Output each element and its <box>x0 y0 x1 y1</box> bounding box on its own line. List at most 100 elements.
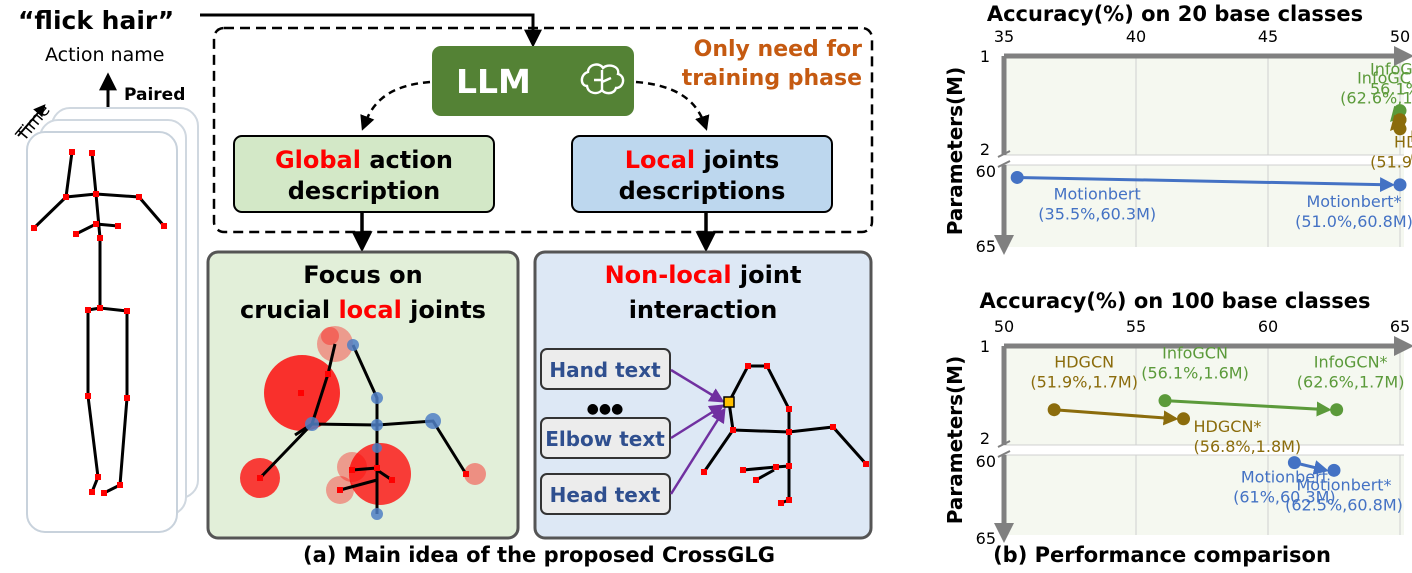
motionbert-point <box>1393 178 1407 192</box>
only-need-line2: training phase <box>682 66 862 91</box>
hdgcn-label: HDGCN* <box>1194 417 1262 436</box>
chart-100-base-classes: 50 55 60 65 Accuracy(%) on 100 base classes 1… <box>943 289 1412 548</box>
local-description-box: Local joints descriptions <box>571 135 833 213</box>
llm-to-global-arrow <box>360 80 431 131</box>
hdgcn-point <box>1047 403 1061 417</box>
focus-joints: joints <box>402 296 486 324</box>
chart-title: Accuracy(%) on 20 base classes <box>987 2 1363 26</box>
hdgcn-value-label: (51.9%,1.7M) <box>1030 373 1138 392</box>
elbow-text-box: Elbow text <box>540 417 671 459</box>
focus-panel: Focus on crucial local joints <box>206 250 520 540</box>
infogcn-value-label: (62.6%,1.7M) <box>1340 89 1412 108</box>
hand-text-label: Hand text <box>549 358 661 382</box>
focus-joints-red <box>257 371 469 493</box>
motionbert-label: Motionbert* <box>1306 192 1401 211</box>
action-quote: “flick hair” <box>18 6 174 35</box>
x-tick-label: 55 <box>1126 317 1146 336</box>
motionbert-value-label: (61%,60.3M) <box>1233 488 1336 507</box>
left-caption: (a) Main idea of the proposed CrossGLG <box>303 543 775 567</box>
y-tick-label: 2 <box>980 140 990 159</box>
hdgcn-arrow <box>1054 408 1179 426</box>
only-need-line1: Only need for <box>694 37 863 62</box>
global-word: Global <box>275 146 361 174</box>
infogcn-label: InfoGCN* <box>1314 353 1388 372</box>
x-tick-label: 65 <box>1390 317 1410 336</box>
nonlocal-panel: Non-local joint interaction Hand text ●●… <box>533 250 873 540</box>
infogcn-label: InfoGCN <box>1162 344 1228 363</box>
infogcn-label: InfoGCN <box>1370 60 1412 79</box>
motionbert-arrow <box>1017 175 1395 193</box>
x-tick-label: 40 <box>1126 27 1146 46</box>
focus-line1: Focus on <box>303 261 422 289</box>
hdgcn-value-label: (56.8%,1.8M) <box>1194 437 1302 456</box>
focus-local-word: local <box>338 296 401 324</box>
hdgcn-label: HDGCN <box>1054 353 1114 372</box>
infogcn-point <box>1330 403 1344 417</box>
local-rest: joints <box>695 146 779 174</box>
local-line2: descriptions <box>619 177 786 205</box>
y-tick-label: 1 <box>980 337 990 356</box>
y-tick-label: 60 <box>976 452 996 471</box>
hand-joint-highlight <box>723 396 735 408</box>
x-tick-label: 50 <box>1390 27 1410 46</box>
hdgcn-label: HDGCN* <box>1410 127 1412 146</box>
infogcn-arrow <box>1164 399 1332 417</box>
hdgcn-value-label: (51.9%,1.7M) <box>1370 153 1412 172</box>
svg-text:crucial local joints: crucial local joints <box>240 296 486 324</box>
y-tick-label: 2 <box>980 429 990 448</box>
axis-break-mark <box>997 440 1011 458</box>
motionbert-value-label: (62.5%,60.8M) <box>1285 495 1403 514</box>
motionbert-label: Motionbert <box>1054 184 1141 203</box>
svg-text:Global action: Global action <box>275 146 453 174</box>
plot-bg-top <box>1004 56 1404 155</box>
motionbert-value-label: (35.5%,60.3M) <box>1038 204 1156 223</box>
motionbert-label: Motionbert* <box>1296 475 1391 494</box>
llm-to-local-arrow <box>635 80 710 131</box>
y-tick-label: 65 <box>976 237 996 256</box>
x-tick-label: 45 <box>1258 27 1278 46</box>
right-caption: (b) Performance comparison <box>993 543 1331 567</box>
training-phase-box <box>212 26 874 234</box>
motionbert-point <box>1327 463 1341 477</box>
focus-joints-blue <box>305 339 441 520</box>
hdgcn-point <box>1177 412 1191 426</box>
hand-text-box: Hand text <box>540 348 671 390</box>
axis-break-mark <box>997 150 1011 168</box>
nonlocal-joints <box>701 363 869 506</box>
chart-20-base-classes: 35 40 45 50 Accuracy(%) on 20 base classes 1 2… <box>943 2 1412 256</box>
infogcn-point <box>1158 394 1172 408</box>
nonlocal-joint: joint <box>732 261 802 289</box>
llm-box: LLM <box>432 46 634 116</box>
frame-front <box>26 131 178 533</box>
hdgcn-label: HDGCN <box>1394 133 1412 152</box>
x-tick-label: 50 <box>994 317 1014 336</box>
y-axis-label: Parameters(M) <box>943 356 967 524</box>
y-tick-label: 60 <box>976 162 996 181</box>
infogcn-label: InfoGCN* <box>1357 69 1412 88</box>
motionbert-point <box>1010 170 1024 184</box>
x-tick-label: 35 <box>994 27 1014 46</box>
plot-bg-top <box>1004 346 1404 445</box>
infogcn-value-label: (56.1%,1.6M) <box>1141 364 1249 383</box>
hdgcn-value-label: (56.8%,1.8M) <box>1410 147 1412 166</box>
motionbert-label: Motionbert <box>1241 468 1328 487</box>
hdgcn-point <box>1393 113 1407 127</box>
global-description-box: Global action description <box>233 135 495 213</box>
global-rest: action <box>361 146 453 174</box>
motionbert-point <box>1287 456 1301 470</box>
action-name-label: Action name <box>45 44 164 66</box>
y-tick-label: 1 <box>980 47 990 66</box>
head-text-box: Head text <box>540 473 671 515</box>
nonlocal-line2: interaction <box>629 296 778 324</box>
chart-title: Accuracy(%) on 100 base classes <box>980 289 1371 313</box>
infogcn-point <box>1393 104 1407 118</box>
y-axis-label: Parameters(M) <box>943 67 967 235</box>
global-line2: description <box>288 177 440 205</box>
nonlocal-word: Non-local <box>605 261 732 289</box>
elbow-text-label: Elbow text <box>545 427 665 451</box>
text-to-joint-arrows <box>669 368 726 495</box>
head-text-label: Head text <box>550 483 661 507</box>
quote-to-llm-arrow <box>200 13 542 48</box>
svg-text:Non-local joint: Non-local joint <box>605 261 802 289</box>
